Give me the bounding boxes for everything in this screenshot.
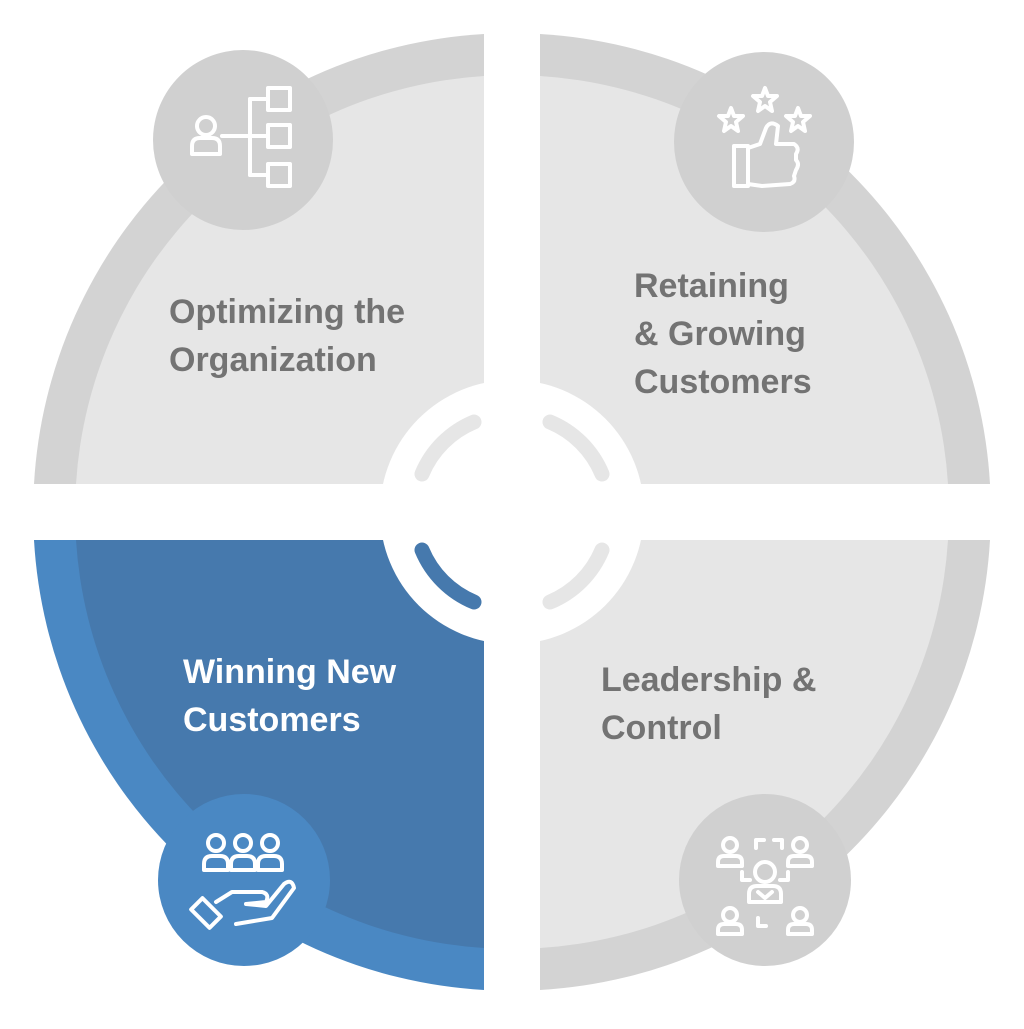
hub-arc-bottom-right (542, 542, 610, 610)
hub-arc-top-right (542, 414, 610, 482)
quadrant-label-optimizing: Optimizing the Organization (169, 288, 405, 384)
hub-arc-top-left (414, 414, 482, 482)
center-hub (380, 380, 644, 644)
quadrant-retaining-fill[interactable] (540, 76, 948, 484)
hub-arc-bottom-left (414, 542, 482, 610)
label-line: Customers (634, 363, 812, 401)
label-line: Organization (169, 341, 377, 379)
label-line: Retaining (634, 267, 789, 305)
label-line: & Growing (634, 315, 806, 353)
icon-badge-retaining[interactable] (674, 52, 854, 232)
hand-holding-people-icon (189, 833, 296, 930)
label-line: Leadership & (601, 661, 817, 699)
quadrant-label-winning: Winning New Customers (183, 648, 396, 744)
label-line: Customers (183, 701, 361, 739)
quadrant-label-leadership: Leadership & Control (601, 656, 816, 752)
quadrant-label-retaining: Retaining & Growing Customers (634, 262, 812, 406)
label-line: Optimizing the (169, 293, 406, 331)
quadrant-leadership-fill[interactable] (540, 540, 948, 948)
quadrant-optimizing-fill[interactable] (76, 76, 484, 484)
label-line: Control (601, 709, 722, 747)
quadrant-winning-fill[interactable] (76, 540, 484, 948)
icon-badge-optimizing[interactable] (153, 50, 333, 230)
org-chart-icon (190, 86, 292, 188)
leader-network-icon (716, 836, 814, 936)
icon-badge-winning[interactable] (158, 794, 330, 966)
label-line: Winning New (183, 653, 397, 691)
thumbs-up-stars-icon (717, 86, 812, 188)
